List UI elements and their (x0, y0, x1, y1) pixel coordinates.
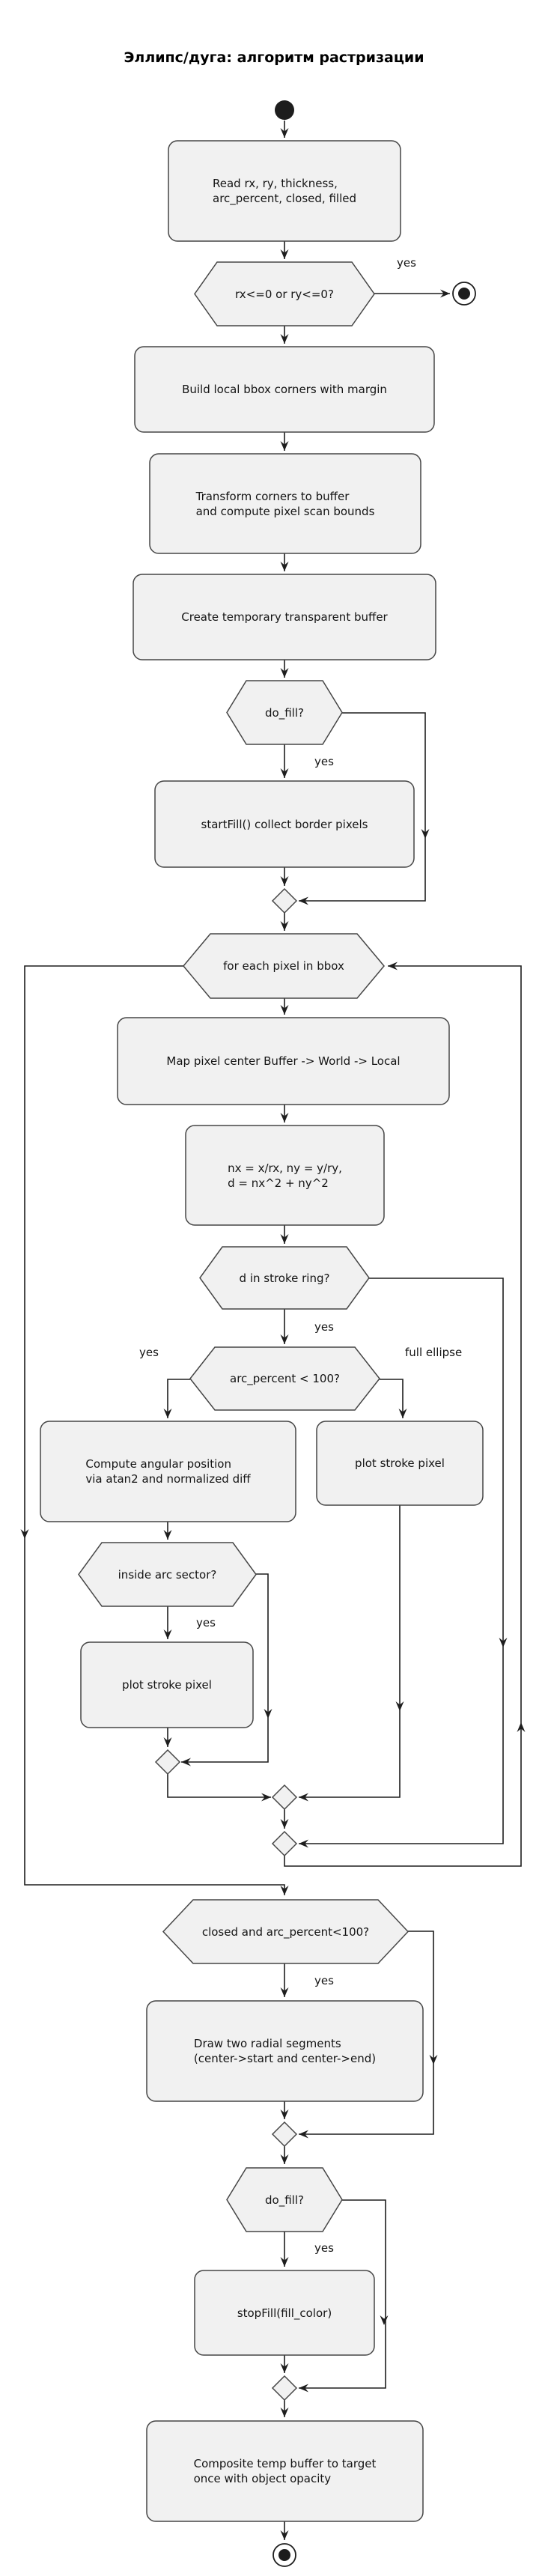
decision-d-in-ring (199, 1246, 370, 1310)
edge-sector-no-bypass (181, 1573, 269, 1767)
merge-diamond-a (154, 1749, 181, 1775)
decision-closed-check (162, 1899, 410, 1964)
edge-dofill1-bypass (299, 712, 426, 905)
activity-start-fill (154, 780, 415, 868)
flow-nodes (40, 100, 484, 2567)
edge-dofill2-bypass (299, 2199, 386, 2393)
activity-build-bbox (134, 346, 435, 433)
activity-create-buffer (133, 574, 436, 660)
merge-diamond-4 (271, 2121, 298, 2148)
activity-transform-corners (149, 453, 421, 554)
activity-composite (146, 2420, 424, 2522)
decision-arc-lt-100 (189, 1346, 380, 1411)
end-node-final (273, 2543, 296, 2567)
activity-draw-radials (146, 2000, 424, 2102)
activity-plot-stroke-arc (80, 1641, 254, 1728)
activity-normalize (185, 1125, 385, 1226)
activity-stop-fill (194, 2270, 375, 2356)
activity-plot-stroke-full (316, 1421, 484, 1506)
end-node-early (452, 282, 476, 306)
edge-arc-fullellipse-right (380, 1379, 407, 1418)
edge-mergea-mergeb (167, 1774, 271, 1802)
decision-do-fill-1 (226, 680, 343, 745)
merge-diamond-1 (271, 887, 298, 914)
diagram-title: Эллипс/дуга: алгоритм растризации (124, 49, 424, 66)
edge-loop-back (284, 962, 522, 1867)
flow-edges (24, 121, 522, 2540)
decision-inside-sector (78, 1542, 257, 1607)
loop-for-each-pixel (183, 933, 385, 999)
decision-do-fill-2 (226, 2167, 343, 2232)
decision-check-radii (194, 261, 375, 326)
merge-diamond-5 (271, 2375, 298, 2402)
merge-diamond-c (271, 1830, 298, 1857)
mid-arrowheads (20, 829, 526, 2325)
edge-arc-yes-left (163, 1379, 190, 1418)
edge-ring-no-bypass (299, 1278, 504, 1848)
activity-read-input (168, 140, 401, 242)
activity-compute-angular (40, 1421, 296, 1522)
activity-map-pixel (117, 1017, 450, 1105)
start-node (275, 100, 294, 120)
edge-plotfull-mergeb (299, 1505, 401, 1802)
edge-closed-no-bypass (299, 1931, 434, 2139)
merge-diamond-b (271, 1784, 298, 1811)
edge-loop-exit (24, 965, 289, 1895)
